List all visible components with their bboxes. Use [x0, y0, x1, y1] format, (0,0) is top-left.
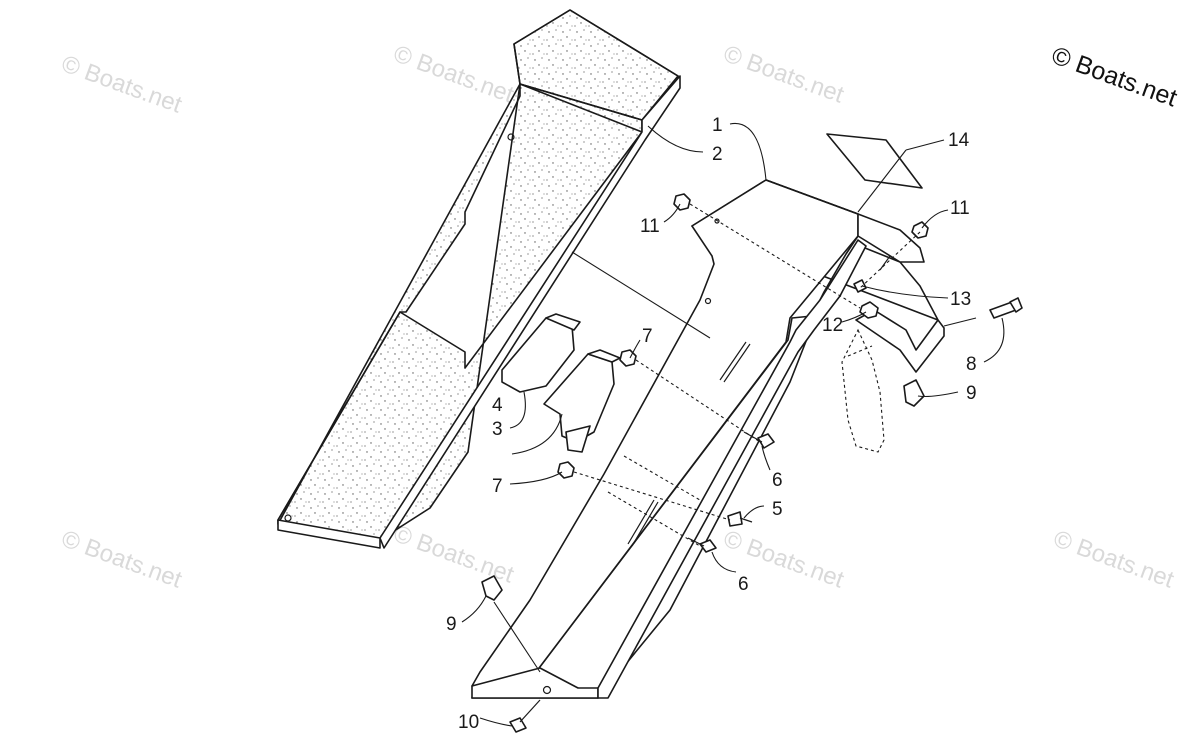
leader-lines	[461, 122, 1005, 727]
watermark: © Boats.net	[390, 520, 518, 588]
callout-11a: 11	[640, 216, 660, 237]
hidden-bracket	[841, 328, 885, 453]
callout-1: 1	[712, 115, 723, 136]
callout-14: 14	[948, 130, 970, 151]
bracket-3	[543, 349, 621, 453]
assembly-lines	[573, 203, 921, 547]
callouts: 1 2 3 4 5 6 6 7 7 8 9 9 10 11 11 12 13 1…	[446, 115, 977, 733]
bracket-4	[501, 313, 581, 393]
callout-3: 3	[492, 419, 503, 440]
watermark: © Boats.net	[390, 40, 518, 108]
callout-11b: 11	[950, 198, 970, 219]
callout-2: 2	[712, 144, 723, 165]
watermark: © Boats.net	[58, 525, 186, 593]
foam-pad	[277, 9, 681, 549]
callout-9a: 9	[966, 383, 977, 404]
callout-9b: 9	[446, 614, 457, 635]
watermark: © Boats.net	[720, 40, 848, 108]
callout-6a: 6	[772, 470, 783, 491]
hardware	[481, 193, 1023, 733]
callout-7b: 7	[492, 476, 503, 497]
callout-12: 12	[822, 315, 843, 336]
watermark: © Boats.net	[1050, 525, 1178, 593]
watermark: © Boats.net	[58, 50, 186, 118]
callout-10: 10	[458, 712, 479, 733]
callout-6b: 6	[738, 574, 749, 595]
callout-5: 5	[772, 499, 783, 520]
callout-8: 8	[966, 354, 977, 375]
callout-13: 13	[950, 289, 971, 310]
callout-7a: 7	[642, 326, 653, 347]
callout-4: 4	[492, 395, 503, 416]
copyright-text: © Boats.net	[1048, 41, 1181, 112]
decal	[826, 133, 923, 189]
main-guard	[471, 179, 945, 699]
